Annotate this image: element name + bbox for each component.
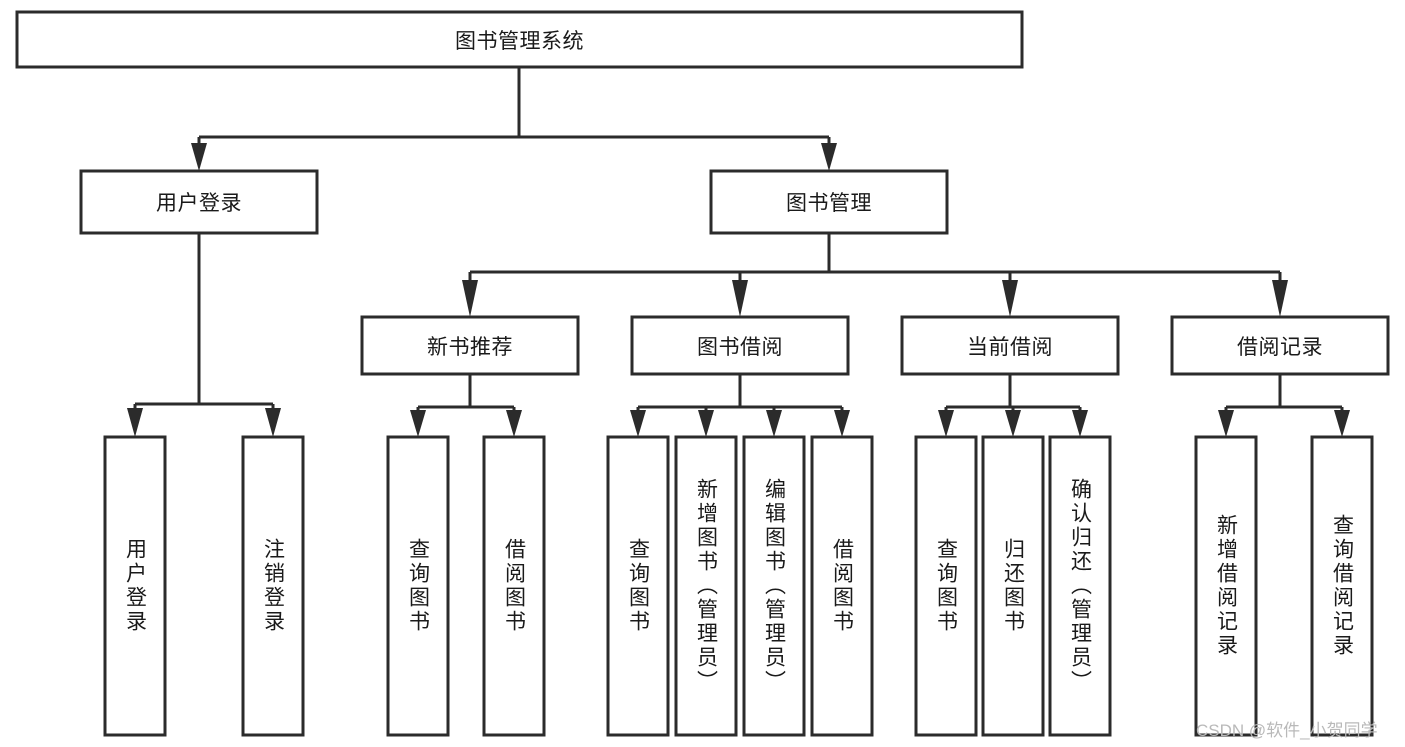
arrow-head-icon bbox=[766, 410, 782, 437]
node-box-leaf[interactable] bbox=[606, 435, 670, 737]
node-box-root[interactable] bbox=[15, 10, 1024, 69]
node-box-leaf[interactable] bbox=[674, 435, 738, 737]
arrow-head-icon bbox=[462, 280, 478, 317]
arrow-head-icon bbox=[1002, 280, 1018, 317]
node-box-leaf[interactable] bbox=[241, 435, 305, 737]
arrow-head-icon bbox=[698, 410, 714, 437]
arrow-head-icon bbox=[732, 280, 748, 317]
node-box-user-login[interactable] bbox=[79, 169, 319, 235]
node-box-book-management[interactable] bbox=[709, 169, 949, 235]
arrow-head-icon bbox=[1005, 410, 1021, 437]
arrow-head-icon bbox=[1334, 410, 1350, 437]
arrow-head-icon bbox=[265, 408, 281, 437]
arrow-head-icon bbox=[410, 410, 426, 437]
node-box-current-borrow[interactable] bbox=[900, 315, 1120, 376]
arrow-head-icon bbox=[630, 410, 646, 437]
node-box-leaf[interactable] bbox=[103, 435, 167, 737]
node-box-leaf[interactable] bbox=[482, 435, 546, 737]
node-box-leaf[interactable] bbox=[810, 435, 874, 737]
arrow-head-icon bbox=[1272, 280, 1288, 317]
node-box-leaf[interactable] bbox=[1310, 435, 1374, 737]
arrow-head-icon bbox=[1072, 410, 1088, 437]
node-box-borrow-record[interactable] bbox=[1170, 315, 1390, 376]
connectors bbox=[127, 67, 1350, 437]
arrow-head-icon bbox=[506, 410, 522, 437]
arrow-head-icon bbox=[938, 410, 954, 437]
node-boxes bbox=[15, 10, 1390, 737]
arrow-head-icon bbox=[1218, 410, 1234, 437]
node-box-new-book-recommend[interactable] bbox=[360, 315, 580, 376]
node-box-leaf[interactable] bbox=[1194, 435, 1258, 737]
node-box-leaf[interactable] bbox=[1048, 435, 1112, 737]
arrow-head-icon bbox=[191, 143, 207, 171]
node-box-leaf[interactable] bbox=[981, 435, 1045, 737]
node-box-leaf[interactable] bbox=[742, 435, 806, 737]
node-box-leaf[interactable] bbox=[914, 435, 978, 737]
arrow-head-icon bbox=[127, 408, 143, 437]
arrow-head-icon bbox=[834, 410, 850, 437]
node-box-leaf[interactable] bbox=[386, 435, 450, 737]
node-box-book-borrow[interactable] bbox=[630, 315, 850, 376]
arrow-head-icon bbox=[821, 143, 837, 171]
